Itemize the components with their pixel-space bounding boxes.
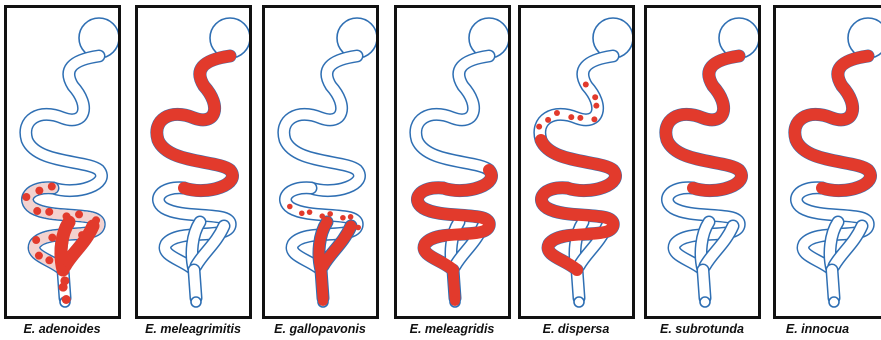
lesion-dot bbox=[62, 295, 71, 304]
lesion-dot bbox=[348, 214, 354, 220]
tract-diagram-meleagrimitis bbox=[138, 8, 249, 316]
cloaca bbox=[191, 297, 201, 307]
cloaca bbox=[574, 297, 584, 307]
lesion-dot bbox=[583, 82, 589, 88]
tract-diagram-meleagridis bbox=[397, 8, 508, 316]
lesion-dot bbox=[45, 256, 53, 264]
panel-dispersa bbox=[518, 5, 635, 319]
lesion-dot bbox=[75, 210, 83, 218]
lesion-dot bbox=[307, 209, 313, 215]
tract-diagram-innocua bbox=[776, 8, 881, 316]
lesion-dot bbox=[593, 103, 599, 109]
tract-diagram-subrotunda bbox=[647, 8, 758, 316]
lesion-dot bbox=[48, 234, 56, 242]
caption-meleagrimitis: E. meleagrimitis bbox=[130, 322, 256, 336]
tract-diagram-dispersa bbox=[521, 8, 632, 316]
lesion-dot bbox=[287, 204, 293, 210]
rectum-lumen bbox=[832, 270, 834, 298]
cloaca bbox=[829, 297, 839, 307]
lesion-dot bbox=[568, 114, 574, 120]
tract-diagram-adenoides bbox=[7, 8, 118, 316]
lesion-dot bbox=[554, 110, 560, 116]
lesion-upper-intestine bbox=[795, 56, 871, 191]
cloaca bbox=[700, 297, 710, 307]
lesion-dot bbox=[45, 208, 53, 216]
lesion-mid-intestine bbox=[443, 170, 491, 191]
lesion-rectum bbox=[453, 270, 455, 298]
caption-adenoides: E. adenoides bbox=[0, 322, 125, 336]
intestinal-tract bbox=[416, 18, 508, 307]
panel-gallopavonis bbox=[262, 5, 379, 319]
rectum-lumen bbox=[194, 270, 196, 298]
lesion-dot bbox=[592, 94, 598, 100]
lesion-upper-intestine bbox=[666, 56, 742, 191]
lesion-dot bbox=[536, 124, 542, 130]
lesion-cloaca bbox=[450, 296, 460, 306]
lesion-dot bbox=[59, 283, 68, 292]
lesion-dot bbox=[591, 116, 597, 122]
panel-subrotunda bbox=[644, 5, 761, 319]
panel-innocua bbox=[773, 5, 881, 319]
lesion-dot bbox=[577, 115, 583, 121]
tract-diagram-gallopavonis bbox=[265, 8, 376, 316]
panel-meleagrimitis bbox=[135, 5, 252, 319]
lesion-dot bbox=[340, 215, 346, 221]
lesion-dot bbox=[299, 210, 305, 216]
lesion-dot bbox=[57, 264, 66, 273]
lesion-dot bbox=[22, 193, 30, 201]
caption-gallopavonis: E. gallopavonis bbox=[257, 322, 383, 336]
panel-meleagridis bbox=[394, 5, 511, 319]
caption-meleagridis: E. meleagridis bbox=[389, 322, 515, 336]
lesion-cloaca bbox=[318, 296, 328, 306]
panel-adenoides bbox=[4, 5, 121, 319]
lesion-dot bbox=[48, 183, 56, 191]
lesion-dot bbox=[35, 187, 43, 195]
lesion-dot bbox=[327, 211, 333, 217]
lesion-rectum bbox=[321, 270, 323, 298]
lesion-dot bbox=[32, 236, 40, 244]
lesion-dot bbox=[35, 252, 43, 260]
rectum-lumen bbox=[703, 270, 705, 298]
lesion-upper-intestine bbox=[157, 56, 233, 191]
caption-dispersa: E. dispersa bbox=[513, 322, 639, 336]
caption-subrotunda: E. subrotunda bbox=[639, 322, 765, 336]
lesion-dot bbox=[545, 117, 551, 123]
caption-innocua: E. innocua bbox=[754, 322, 881, 336]
lesion-dot bbox=[33, 207, 41, 215]
